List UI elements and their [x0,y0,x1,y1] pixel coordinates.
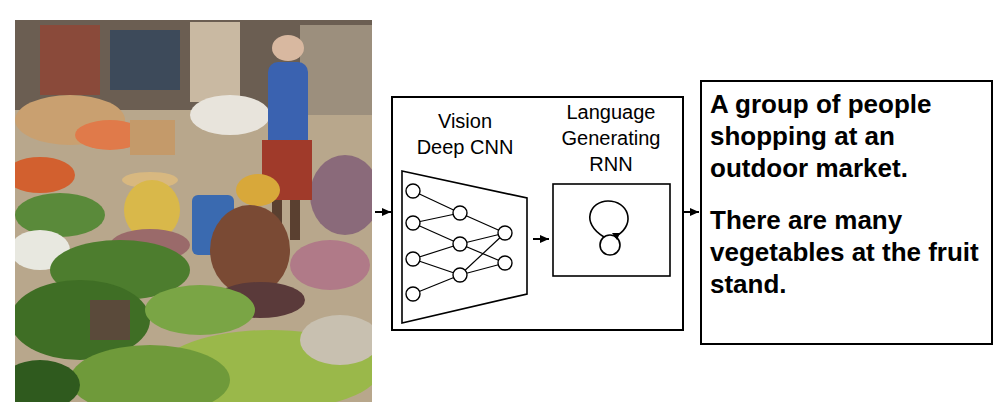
cnn-block: Vision Deep CNN [398,108,532,328]
flow-arrow [533,238,549,240]
caption-text: There are many vegetables at the fruit s… [710,204,983,300]
model-box [392,97,683,330]
caption-box: A group of people shopping at an outdoor… [700,80,993,345]
output-arrow [684,211,699,213]
rnn-symbol [550,183,672,277]
input-arrow [375,211,391,213]
block-heading: Language Generating RNN [550,99,672,177]
cnn-symbol [398,168,532,328]
market-photo [15,20,372,402]
rnn-block: Language Generating RNN [550,99,672,277]
caption-text: A group of people shopping at an outdoor… [710,88,983,184]
block-heading: Vision Deep CNN [413,108,517,160]
